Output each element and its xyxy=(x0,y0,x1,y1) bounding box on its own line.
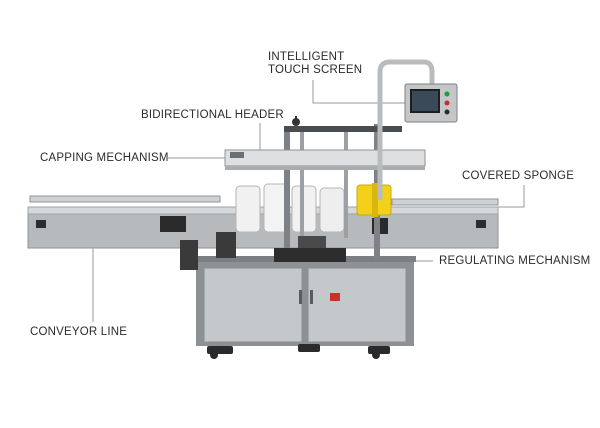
bidirectional-header-callout: BIDIRECTIONAL HEADER xyxy=(141,109,284,121)
covered-sponge-callout: COVERED SPONGE xyxy=(462,170,575,182)
regulating-mechanism-callout: REGULATING MECHANISM xyxy=(439,255,591,267)
top-crossbar xyxy=(284,116,402,132)
regulating-mechanism xyxy=(216,232,346,262)
conveyor xyxy=(27,195,499,270)
touch-screen-callout: INTELLIGENT TOUCH SCREEN xyxy=(268,51,362,77)
touch-screen-label-line1: INTELLIGENT xyxy=(268,51,345,63)
capping-beam xyxy=(224,149,426,170)
covered-sponge-roll xyxy=(356,183,392,217)
casters xyxy=(207,344,390,359)
touch-screen-leader xyxy=(312,80,405,104)
touch-screen-label-line2: TOUCH SCREEN xyxy=(268,64,363,76)
touch-screen xyxy=(404,83,458,123)
touch-screen-arm xyxy=(377,59,435,200)
base-cabinet xyxy=(194,256,416,346)
capping-mechanism-callout: CAPPING MECHANISM xyxy=(40,152,169,164)
bottles xyxy=(235,183,345,233)
conveyor-line-callout: CONVEYOR LINE xyxy=(30,326,128,338)
